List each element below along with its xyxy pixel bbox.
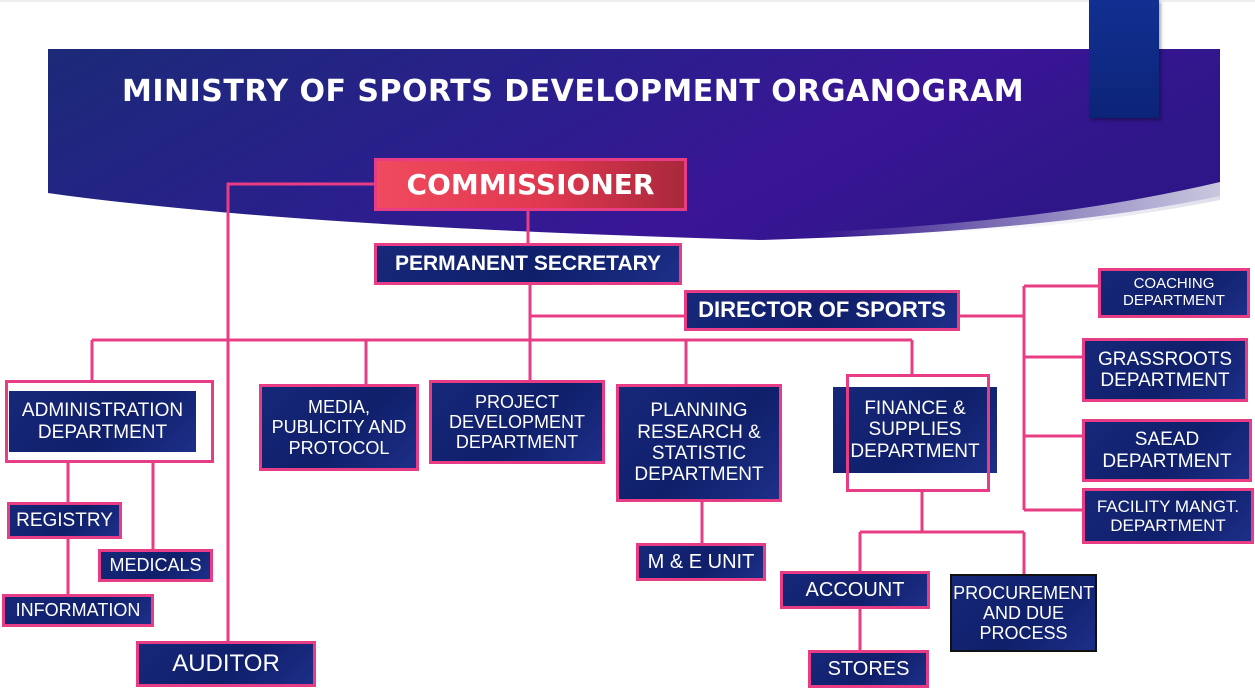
- grassroots-department-box: GRASSROOTS DEPARTMENT: [1082, 338, 1248, 402]
- finance-frame: [846, 374, 990, 492]
- stores-box: STORES: [808, 650, 929, 688]
- project-development-box: PROJECT DEVELOPMENT DEPARTMENT: [429, 380, 605, 464]
- commissioner-box: COMMISSIONER: [374, 158, 687, 211]
- administration-department-box: ADMINISTRATION DEPARTMENT: [9, 391, 196, 452]
- coaching-department-box: COACHING DEPARTMENT: [1098, 268, 1250, 318]
- corner-tab-decoration: [1089, 0, 1159, 118]
- auditor-box: AUDITOR: [136, 641, 316, 687]
- m-and-e-unit-box: M & E UNIT: [636, 543, 766, 581]
- director-of-sports-box: DIRECTOR OF SPORTS: [684, 290, 960, 331]
- procurement-due-process-box: PROCUREMENT AND DUE PROCESS: [950, 574, 1097, 652]
- registry-box: REGISTRY: [7, 502, 122, 539]
- finance-supplies-box: FINANCE & SUPPLIES DEPARTMENT: [833, 387, 997, 473]
- medicals-box: MEDICALS: [98, 549, 213, 582]
- information-box: INFORMATION: [2, 594, 154, 627]
- facility-management-department-box: FACILITY MANGT. DEPARTMENT: [1082, 488, 1254, 544]
- planning-research-statistic-box: PLANNING RESEARCH & STATISTIC DEPARTMENT: [616, 384, 782, 502]
- administration-frame: [5, 380, 214, 463]
- media-publicity-protocol-box: MEDIA, PUBLICITY AND PROTOCOL: [259, 384, 419, 471]
- saead-department-box: SAEAD DEPARTMENT: [1082, 419, 1252, 482]
- account-box: ACCOUNT: [780, 571, 930, 609]
- page-title: MINISTRY OF SPORTS DEVELOPMENT ORGANOGRA…: [122, 74, 1025, 109]
- permanent-secretary-box: PERMANENT SECRETARY: [374, 243, 682, 285]
